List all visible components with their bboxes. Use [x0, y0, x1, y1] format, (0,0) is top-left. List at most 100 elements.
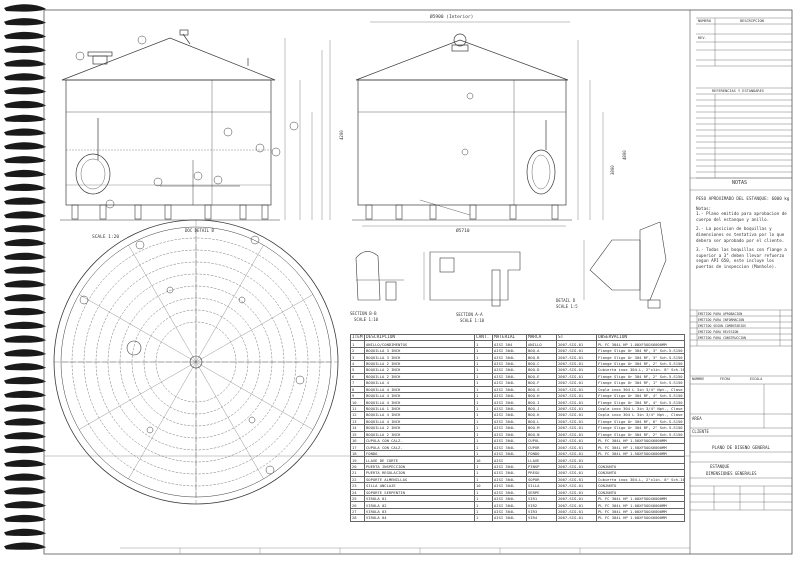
- tb-numero-label: NUMERO: [698, 19, 711, 23]
- tb-descripcion-label: DESCRIPCION: [740, 19, 764, 23]
- spiral-ring: [4, 390, 46, 398]
- spiral-ring: [4, 321, 46, 329]
- detail-d-label: DETAIL D: [556, 298, 576, 303]
- tb-referencias-label: REFERENCIAS Y ESTANDARES: [712, 89, 764, 93]
- diameter-bottom-label: Ø5710: [456, 227, 470, 234]
- tb-escala-label: ESCALA: [750, 377, 763, 381]
- height-dim-a: 4200: [339, 130, 344, 140]
- revision-item: EMITIDO PARA INFORMACION: [698, 318, 745, 322]
- height-dim-b: 3800: [610, 165, 615, 175]
- bom-cell: 2007-SIG-01: [556, 514, 597, 522]
- spiral-ring: [4, 335, 46, 343]
- spiral-ring: [4, 197, 46, 205]
- tb-dimensiones-label: DIMENSIONES GENERALES: [706, 471, 757, 476]
- section-a-view: [423, 251, 521, 307]
- plan-radial-line: [195, 361, 314, 430]
- title-block-grid: [690, 17, 792, 511]
- note-3: 3.- Todas las boquillas con flange a sup…: [696, 247, 787, 269]
- tb-fecha-label: FECHA: [720, 377, 731, 381]
- bom-cell: CONJUNTO: [596, 488, 685, 496]
- bom-cell: CONJUNTO: [596, 469, 685, 477]
- plan-radial-line: [128, 361, 197, 480]
- revision-item: EMITIDO PARA APROBACION: [698, 312, 743, 316]
- height-dim-c: 4800: [622, 150, 627, 160]
- plan-radial-line: [78, 294, 197, 363]
- bom-cell: Cubierta inox 304-L, 2"x1in. 8" Sch.10: [596, 366, 685, 374]
- note-1: 1.- Plano emitido para aprobacion de cue…: [696, 211, 787, 222]
- bom-cell: PL FC 304L HP 1.00XF5OOX6000MM: [596, 340, 685, 348]
- bom-cell: Flange Sligo Ur 304 RF, 6" Sch.5-S150 2l…: [596, 417, 685, 426]
- spiral-ring: [4, 128, 46, 136]
- spiral-ring: [4, 280, 46, 288]
- spiral-rings: [4, 4, 46, 550]
- spiral-ring: [4, 376, 46, 385]
- bom-cell: Flange Sligo Ur 304 RF, 1" Sch.5-S150 2l…: [596, 379, 685, 387]
- bom-cell: Flange Sligo Ur 304 RF, 2" Sch.5-S150 2l…: [596, 424, 685, 432]
- spiral-ring: [4, 363, 46, 371]
- detail-b-label: DOC DETAIL B: [185, 228, 214, 233]
- bom-cell: PL FC 304L HP 1.00XF5OOX6000MM: [596, 494, 685, 503]
- spiral-ring: [4, 73, 46, 81]
- bom-cell: PL FC 304L HP 1.50XF5OOX6000MM: [596, 449, 685, 458]
- spiral-ring: [4, 528, 46, 536]
- diameter-top-label: Ø5900 (Interior): [430, 13, 473, 20]
- spiral-ring: [4, 183, 46, 191]
- spiral-ring: [4, 418, 46, 426]
- bom-header-cell: ITEM: [350, 333, 365, 342]
- spiral-ring: [4, 114, 46, 122]
- bom-cell: Flange Sligo Ur 304 RF, 4" Sch.5-S150 2l…: [596, 391, 685, 400]
- notes-block: PESO APROXIMADO DEL ESTANQUE: 6000 kg No…: [696, 196, 792, 274]
- bom-cell: CONJUNTO: [596, 482, 685, 490]
- bom-cell: PL FC 304L HP 1.50XF5OOX6000MM: [596, 436, 685, 445]
- bom-cell: [596, 456, 685, 464]
- section-b-scale: SCALE 1:10: [354, 317, 379, 322]
- bom-cell: 1: [474, 514, 493, 522]
- spiral-ring: [4, 501, 46, 509]
- spiral-ring: [4, 459, 46, 467]
- spiral-ring: [4, 156, 46, 164]
- spiral-binding: [4, 4, 46, 550]
- plan-view: [53, 219, 339, 505]
- notes-heading: Notas:: [696, 205, 712, 211]
- spiral-ring: [4, 349, 46, 357]
- revision-item: EMITIDO PARA REVISION: [698, 330, 739, 334]
- bom-cell: Flange Sligo Ur 304 RF, 4" Sch.5-S150 2l…: [596, 398, 685, 406]
- bom-cell: Copla inox 304 L 3in 3/4" Npt., Clase 30…: [596, 385, 685, 393]
- bom-cell: PL FC 304L HP 1.00XF5OOX6000MM: [596, 514, 685, 522]
- bom-cell: Copla inox 304 L 3in 3/4" Npt., Clase 30…: [596, 411, 685, 419]
- spiral-ring: [4, 404, 46, 412]
- front-elevation-view: [60, 29, 331, 250]
- plan-radial-line: [195, 361, 264, 480]
- spiral-ring: [4, 225, 46, 233]
- spiral-ring: [4, 542, 46, 550]
- bom-cell: VIROLA 04: [364, 514, 475, 522]
- spiral-ring: [4, 211, 46, 219]
- bom-cell: CONJUNTO: [596, 462, 685, 471]
- plan-radial-line: [78, 361, 197, 430]
- spiral-ring: [4, 266, 46, 274]
- detail-c-view: [639, 221, 667, 301]
- bom-cell: Copla inox 304 L 3in 3/4" Npt., Clase 30…: [596, 404, 685, 413]
- bom-cell: AISI 304L: [492, 514, 527, 522]
